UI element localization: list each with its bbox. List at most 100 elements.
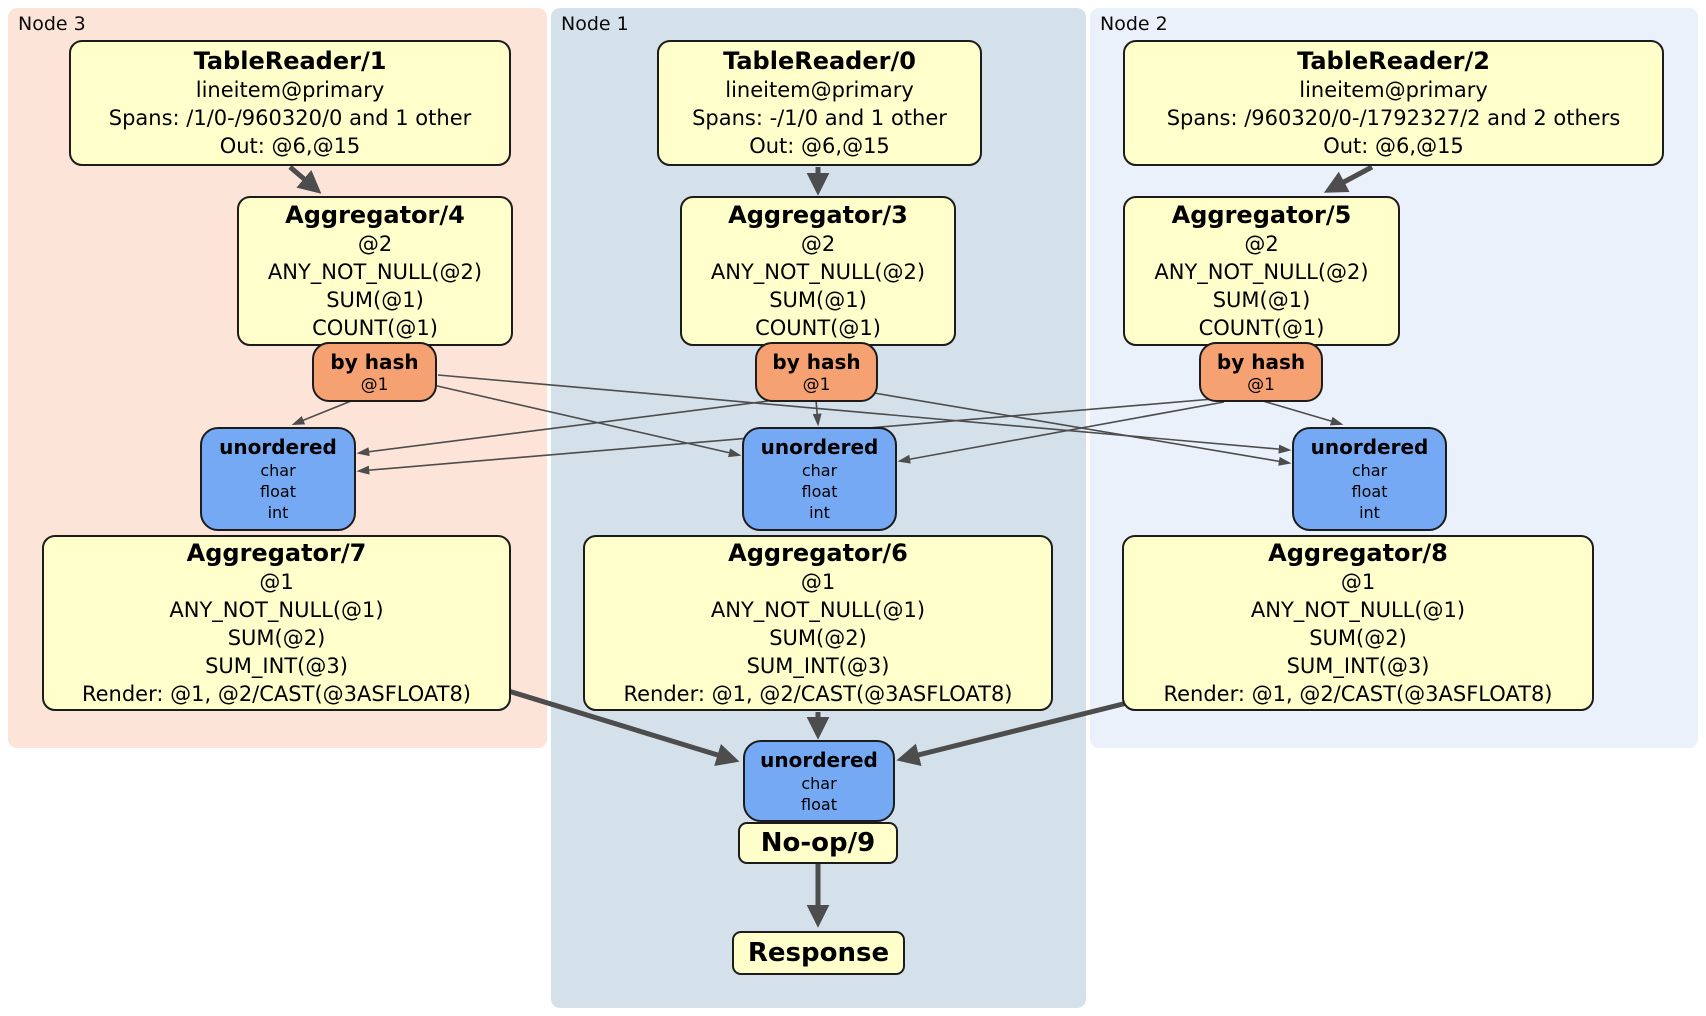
node-tablereader-1: TableReader/1 lineitem@primary Spans: /1… bbox=[69, 40, 511, 166]
node-line: Out: @6,@15 bbox=[749, 134, 890, 158]
node-noop-9: No-op/9 bbox=[738, 822, 898, 864]
node-line: Render: @1, @2/CAST(@3ASFLOAT8) bbox=[1163, 682, 1553, 706]
node-title: Aggregator/6 bbox=[728, 539, 908, 567]
node-line: lineitem@primary bbox=[1299, 78, 1488, 102]
node-line: Spans: -/1/0 and 1 other bbox=[692, 106, 947, 130]
node-title: TableReader/0 bbox=[723, 47, 916, 75]
node-line: Out: @6,@15 bbox=[219, 134, 361, 158]
node-title: TableReader/1 bbox=[193, 47, 387, 75]
router-by-hash-2: by hash @1 bbox=[755, 342, 878, 402]
node-title: Aggregator/8 bbox=[1268, 539, 1448, 567]
edge-byhash3-unordered2 bbox=[897, 401, 1225, 464]
node-line: SUM(@2) bbox=[769, 626, 867, 650]
node-aggregator-3: Aggregator/3 @2 ANY_NOT_NULL(@2) SUM(@1)… bbox=[680, 196, 956, 346]
sync-line: int bbox=[267, 503, 289, 522]
edge-byhash3-unordered3 bbox=[1262, 400, 1344, 426]
node-line: Render: @1, @2/CAST(@3ASFLOAT8) bbox=[81, 682, 472, 706]
node-line: ANY_NOT_NULL(@1) bbox=[1250, 598, 1466, 622]
router-by-hash-3: by hash @1 bbox=[1199, 342, 1323, 402]
router-title: by hash bbox=[1216, 349, 1306, 374]
node-title: Aggregator/3 bbox=[728, 201, 908, 229]
router-title: by hash bbox=[772, 349, 861, 374]
node-line: @1 bbox=[800, 570, 836, 594]
edge-byhash1-unordered3 bbox=[437, 374, 1292, 454]
router-columns: @1 bbox=[1247, 374, 1275, 395]
region-label: Node 1 bbox=[561, 13, 629, 35]
region-label: Node 3 bbox=[18, 13, 86, 35]
node-aggregator-8: Aggregator/8 @1 ANY_NOT_NULL(@1) SUM(@2)… bbox=[1122, 535, 1594, 711]
sync-title: unordered bbox=[219, 435, 337, 459]
sync-line: float bbox=[801, 482, 838, 501]
sync-line: float bbox=[260, 482, 296, 501]
node-line: SUM_INT(@3) bbox=[205, 654, 348, 678]
node-line: @1 bbox=[259, 570, 294, 594]
node-aggregator-6: Aggregator/6 @1 ANY_NOT_NULL(@1) SUM(@2)… bbox=[583, 535, 1053, 711]
router-title: by hash bbox=[330, 349, 419, 374]
sync-unordered-3: unordered char float int bbox=[1292, 427, 1447, 531]
edge-byhash2-unordered2 bbox=[812, 399, 822, 427]
edge-byhash1-unordered1 bbox=[291, 398, 357, 425]
sync-line: int bbox=[1359, 503, 1380, 522]
node-title: Aggregator/4 bbox=[285, 201, 465, 229]
node-title: Response bbox=[747, 938, 890, 968]
node-line: Out: @6,@15 bbox=[1323, 134, 1464, 158]
node-line: SUM(@2) bbox=[1309, 626, 1407, 650]
node-response: Response bbox=[732, 931, 905, 975]
sync-line: char bbox=[260, 461, 296, 480]
node-line: @2 bbox=[357, 232, 393, 256]
node-line: COUNT(@1) bbox=[755, 316, 881, 340]
node-line: COUNT(@1) bbox=[1198, 316, 1325, 340]
node-title: No-op/9 bbox=[760, 828, 876, 858]
node-tablereader-0: TableReader/0 lineitem@primary Spans: -/… bbox=[657, 40, 982, 166]
node-line: Render: @1, @2/CAST(@3ASFLOAT8) bbox=[623, 682, 1013, 706]
node-line: ANY_NOT_NULL(@2) bbox=[710, 260, 926, 284]
sync-line: int bbox=[809, 503, 830, 522]
node-line: COUNT(@1) bbox=[312, 316, 438, 340]
node-line: lineitem@primary bbox=[195, 78, 385, 102]
sync-unordered-1: unordered char float int bbox=[200, 427, 356, 531]
sync-unordered-2: unordered char float int bbox=[742, 427, 897, 531]
node-line: @1 bbox=[1340, 570, 1376, 594]
sync-unordered-final: unordered char float bbox=[743, 740, 895, 822]
edge-byhash2-unordered1 bbox=[356, 400, 769, 457]
node-line: @2 bbox=[1244, 232, 1279, 256]
sync-line: float bbox=[801, 794, 837, 814]
sync-title: unordered bbox=[1310, 435, 1429, 459]
node-line: @2 bbox=[800, 232, 836, 256]
node-line: SUM_INT(@3) bbox=[1286, 654, 1430, 678]
router-columns: @1 bbox=[802, 374, 831, 395]
node-line: ANY_NOT_NULL(@2) bbox=[1154, 260, 1369, 284]
node-title: Aggregator/7 bbox=[186, 539, 367, 567]
node-line: ANY_NOT_NULL(@2) bbox=[267, 260, 483, 284]
sync-line: char bbox=[801, 773, 837, 793]
router-columns: @1 bbox=[360, 374, 389, 395]
node-line: SUM(@1) bbox=[769, 288, 867, 312]
edge-tablereader1-aggregator4 bbox=[288, 165, 322, 194]
sync-line: char bbox=[1351, 461, 1388, 480]
router-by-hash-1: by hash @1 bbox=[312, 342, 437, 402]
node-line: SUM(@2) bbox=[227, 626, 326, 650]
node-line: ANY_NOT_NULL(@1) bbox=[169, 598, 384, 622]
edge-aggregator7-unordered-final bbox=[504, 687, 740, 766]
node-tablereader-2: TableReader/2 lineitem@primary Spans: /9… bbox=[1123, 40, 1664, 166]
edge-aggregator8-unordered-final bbox=[896, 698, 1136, 766]
sync-title: unordered bbox=[760, 435, 879, 459]
node-line: SUM(@1) bbox=[326, 288, 424, 312]
region-label: Node 2 bbox=[1100, 13, 1168, 35]
node-title: TableReader/2 bbox=[1297, 47, 1490, 75]
node-line: lineitem@primary bbox=[725, 78, 914, 102]
node-line: SUM_INT(@3) bbox=[746, 654, 890, 678]
edge-byhash1-unordered2 bbox=[432, 384, 742, 458]
node-line: ANY_NOT_NULL(@1) bbox=[710, 598, 926, 622]
node-aggregator-4: Aggregator/4 @2 ANY_NOT_NULL(@2) SUM(@1)… bbox=[237, 196, 513, 346]
node-aggregator-5: Aggregator/5 @2 ANY_NOT_NULL(@2) SUM(@1)… bbox=[1123, 196, 1400, 346]
node-aggregator-7: Aggregator/7 @1 ANY_NOT_NULL(@1) SUM(@2)… bbox=[42, 535, 511, 711]
node-title: Aggregator/5 bbox=[1171, 201, 1352, 229]
node-line: Spans: /960320/0-/1792327/2 and 2 others bbox=[1166, 106, 1621, 130]
edge-tablereader2-aggregator5 bbox=[1323, 164, 1374, 193]
sync-title: unordered bbox=[760, 747, 878, 772]
node-line: Spans: /1/0-/960320/0 and 1 other bbox=[108, 106, 472, 130]
sync-line: char bbox=[801, 461, 838, 480]
